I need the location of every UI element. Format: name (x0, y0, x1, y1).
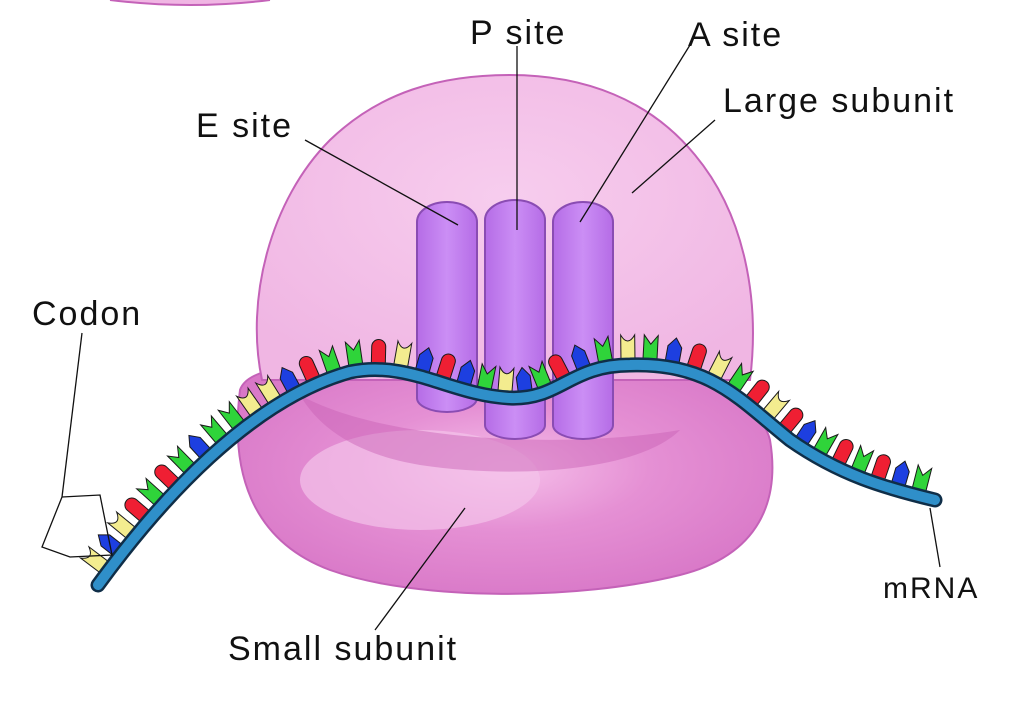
small-subunit-highlight (300, 430, 540, 530)
a-site-leader (579, 44, 691, 223)
mrna-leader (929, 507, 941, 568)
codon-leader (61, 332, 83, 498)
mrna-strand-fill (93, 359, 940, 590)
small-subunit-leader (374, 507, 466, 631)
p-site-label: P site (470, 14, 566, 52)
cropped-shape-edge (109, 0, 271, 6)
codon-bracket (41, 494, 113, 558)
small-subunit-label: Small subunit (228, 630, 458, 668)
e-site-leader (304, 139, 459, 226)
large-subunit-label: Large subunit (723, 82, 955, 120)
e-site-label: E site (196, 107, 293, 145)
a-site-label: A site (688, 16, 783, 54)
large-subunit-leader (631, 119, 716, 194)
codon-label: Codon (32, 295, 142, 333)
mrna-label: mRNA (883, 572, 979, 605)
small-subunit-shadow (300, 395, 680, 472)
leader-lines (41, 44, 941, 631)
a-site-column (552, 201, 614, 440)
